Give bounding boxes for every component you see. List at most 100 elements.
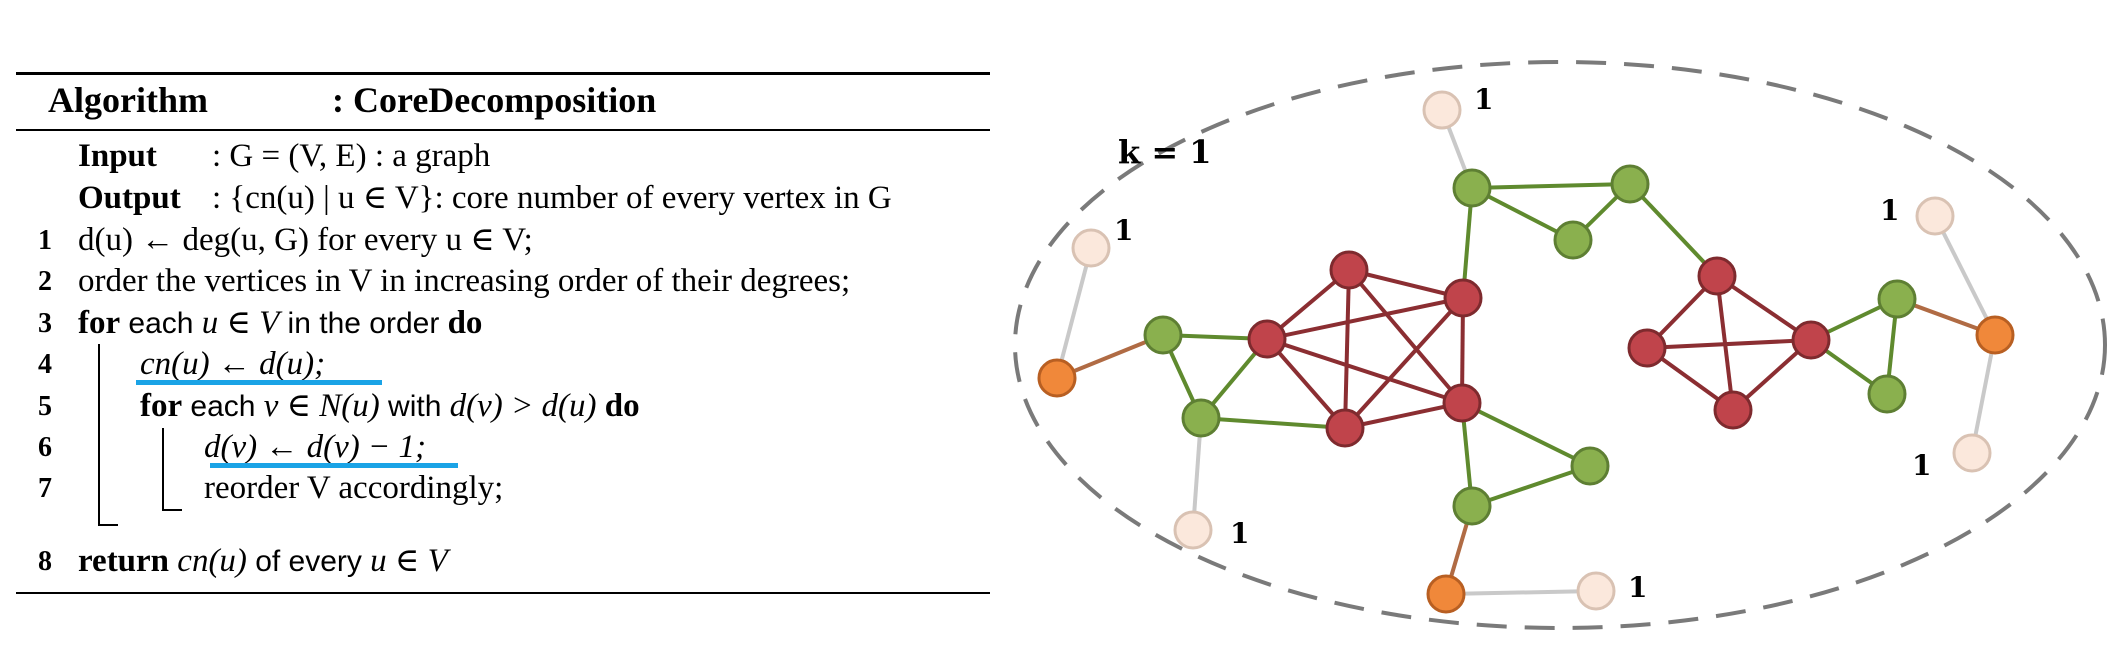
- graph-node-green: [1181, 398, 1221, 438]
- top-rule: [16, 72, 990, 75]
- word-in-order: in the order: [287, 307, 440, 340]
- graph-edge: [1933, 215, 1997, 336]
- math-expr-2: d(v) > d(u): [449, 388, 597, 424]
- math-expr: u ∈ V: [201, 305, 280, 341]
- graph-node-green: [1452, 486, 1492, 526]
- graph-node-pale: [1422, 90, 1462, 130]
- input-label: Input: [78, 138, 157, 174]
- output-label: Output: [78, 180, 181, 216]
- node-label: 1: [1912, 449, 1931, 482]
- graph-edge: [1445, 589, 1597, 596]
- node-label: 1: [1114, 214, 1133, 247]
- graph-node-green: [1143, 315, 1183, 355]
- graph-node-orange: [1426, 574, 1466, 614]
- line-number: 6: [38, 432, 52, 463]
- line-4-text: cn(u) ← d(u);: [140, 346, 326, 382]
- graph-edge: [1471, 464, 1591, 508]
- graph-edge: [1343, 269, 1351, 429]
- graph-node-orange: [1975, 315, 2015, 355]
- node-label: 1: [1474, 83, 1493, 116]
- graph-node-pale: [1173, 510, 1213, 550]
- input-text: : G = (V, E) : a graph: [212, 138, 491, 174]
- inner-block-bar: [162, 428, 164, 511]
- node-label: 1: [1880, 194, 1899, 227]
- graph-edge: [1347, 268, 1464, 405]
- line-number: 2: [38, 266, 52, 297]
- graph-edges: [1055, 109, 1997, 596]
- graph-node-orange: [1037, 358, 1077, 398]
- graph-edge: [1344, 401, 1463, 430]
- line-number: 8: [38, 546, 52, 577]
- keyword-do: do: [604, 388, 640, 424]
- highlight-underline: [210, 463, 458, 468]
- line-8-text: return cn(u) of every u ∈ V: [78, 545, 448, 578]
- line-number: 1: [38, 225, 52, 256]
- graph-edge: [1265, 337, 1347, 430]
- graph-edge: [1266, 296, 1464, 341]
- graph-node-pale: [1952, 433, 1992, 473]
- graph-node-pale: [1576, 571, 1616, 611]
- word-with: with: [388, 390, 442, 423]
- graph-node-green: [1570, 446, 1610, 486]
- node-label: 1: [1628, 571, 1647, 604]
- graph-edge: [1461, 401, 1591, 468]
- graph-edge: [1646, 338, 1812, 350]
- line-1-text: d(u) ← deg(u, G) for every u ∈ V;: [78, 222, 533, 258]
- graph-node-red: [1325, 408, 1365, 448]
- inner-block-foot: [162, 509, 182, 511]
- graph-node-red: [1627, 328, 1667, 368]
- math-expr-2: u ∈ V: [370, 543, 448, 579]
- graph-edge: [1055, 247, 1093, 379]
- line-2-text: order the vertices in V in increasing or…: [78, 263, 851, 299]
- math-expr: v ∈ N(u): [263, 388, 380, 424]
- line-number: 7: [38, 473, 52, 504]
- graph-edge: [1628, 182, 1719, 278]
- graph-edge: [1343, 296, 1465, 430]
- math-expr: cn(u): [177, 543, 247, 579]
- line-number: 3: [38, 308, 52, 339]
- line-5-text: for each v ∈ N(u) with d(v) > d(u) do: [140, 390, 640, 423]
- k-label: k = 1: [1118, 133, 1212, 171]
- graph-edge: [1200, 416, 1346, 430]
- word-each: each: [128, 307, 194, 340]
- line-7-text: reorder V accordingly;: [204, 470, 504, 506]
- graph-node-red: [1791, 320, 1831, 360]
- bottom-rule: [16, 592, 990, 594]
- outer-block-bar: [98, 344, 100, 526]
- graph-node-green: [1877, 279, 1917, 319]
- node-label: 1: [1230, 517, 1249, 550]
- line-number: 5: [38, 391, 52, 422]
- line-number: 4: [38, 349, 52, 380]
- graph-edge: [1348, 268, 1464, 300]
- keyword-for: for: [140, 388, 183, 424]
- graph-node-pale: [1071, 228, 1111, 268]
- algorithm-keyword: Algorithm: [48, 80, 208, 120]
- graph-node-red: [1697, 256, 1737, 296]
- graph-node-red: [1247, 319, 1287, 359]
- keyword-return: return: [78, 543, 170, 579]
- keyword-for: for: [78, 305, 121, 341]
- graph-edge: [1266, 337, 1463, 405]
- graph-nodes: [1037, 90, 2015, 614]
- highlight-underline: [136, 380, 382, 385]
- graph-node-green: [1452, 168, 1492, 208]
- graph-node-red: [1442, 383, 1482, 423]
- graph-node-green: [1867, 374, 1907, 414]
- word-of-every: of every: [255, 545, 362, 578]
- algorithm-name: : CoreDecomposition: [332, 80, 657, 120]
- graph-node-pale: [1915, 196, 1955, 236]
- graph-node-red: [1713, 390, 1753, 430]
- algorithm-box: Algorithm : CoreDecomposition Input : G …: [0, 0, 1000, 658]
- title-rule: [16, 129, 990, 131]
- graph-edge: [1471, 182, 1631, 190]
- k-core-ellipse: [1013, 60, 2107, 630]
- graph-node-red: [1329, 250, 1369, 290]
- word-each: each: [190, 390, 256, 423]
- output-text: : {cn(u) | u ∈ V}: core number of every …: [212, 180, 892, 216]
- graph-node-green: [1610, 164, 1650, 204]
- graph-node-green: [1553, 220, 1593, 260]
- line-3-text: for each u ∈ V in the order do: [78, 307, 482, 340]
- graph-edge: [1970, 334, 1997, 454]
- keyword-do: do: [447, 305, 483, 341]
